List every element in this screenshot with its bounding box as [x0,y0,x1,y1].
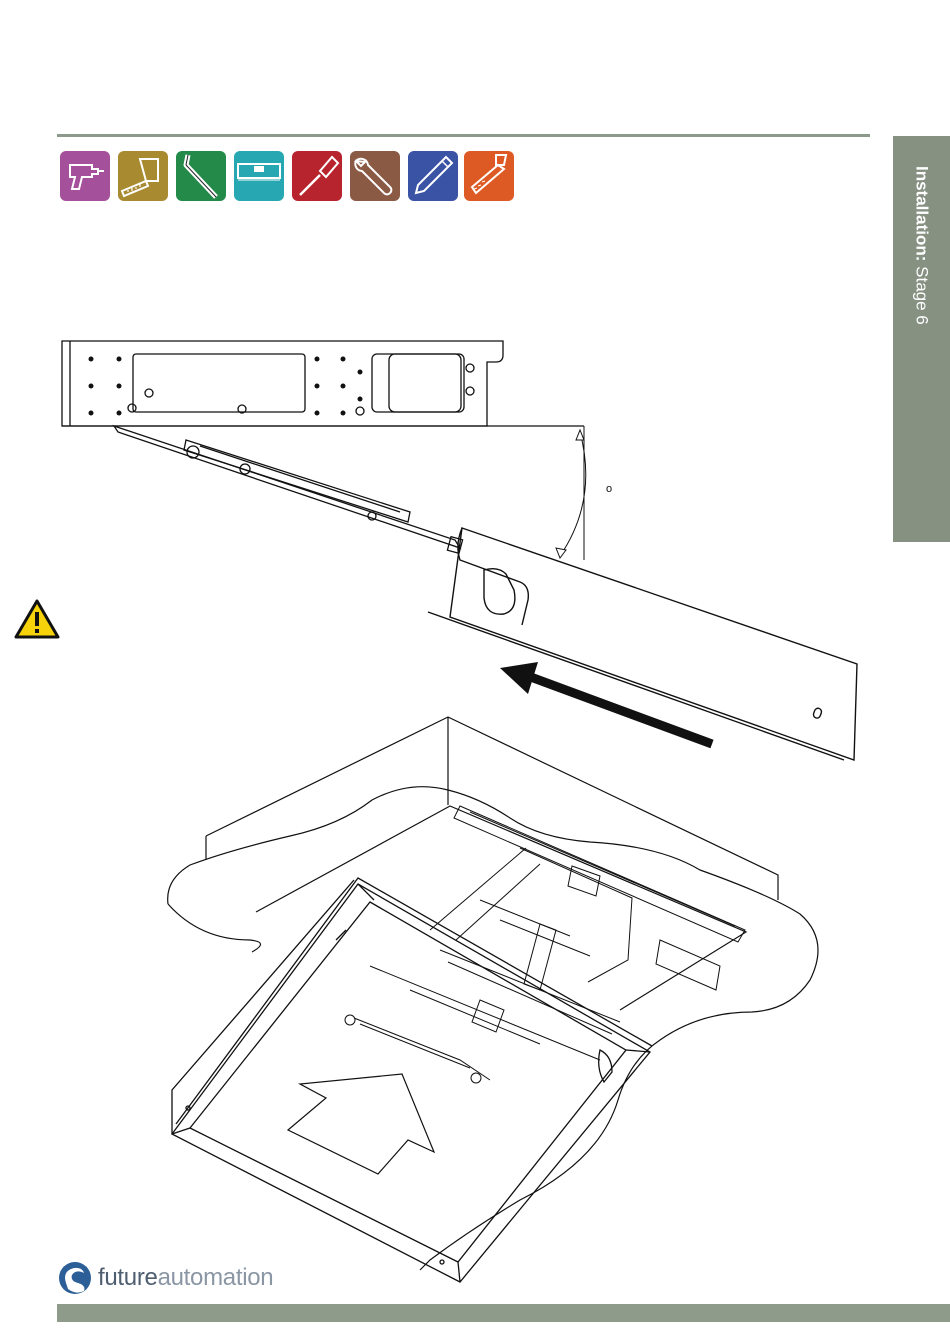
slide-direction-arrow [500,662,712,744]
angle-label: o [606,483,612,495]
ceiling-bracket-side-view [62,341,584,426]
telescopic-arm [114,426,463,553]
logo-mark-icon [56,1259,94,1297]
logo-wordmark-future: future [98,1264,158,1291]
angle-dimension [556,426,586,560]
installation-diagram: o [0,0,950,1300]
ceiling-bracket-assembly [345,806,745,1083]
logo-wordmark-automation: automation [158,1264,274,1291]
tray-plate-side-view [428,528,857,760]
warning-icon [14,598,60,640]
tray-frame-isometric [172,878,652,1282]
ceiling-isometric [168,717,818,1270]
tray-direction-arrow [288,1074,434,1174]
logo-wordmark: futureautomation [98,1264,273,1292]
footer-bar [57,1304,950,1322]
future-automation-logo: futureautomation [56,1259,316,1299]
